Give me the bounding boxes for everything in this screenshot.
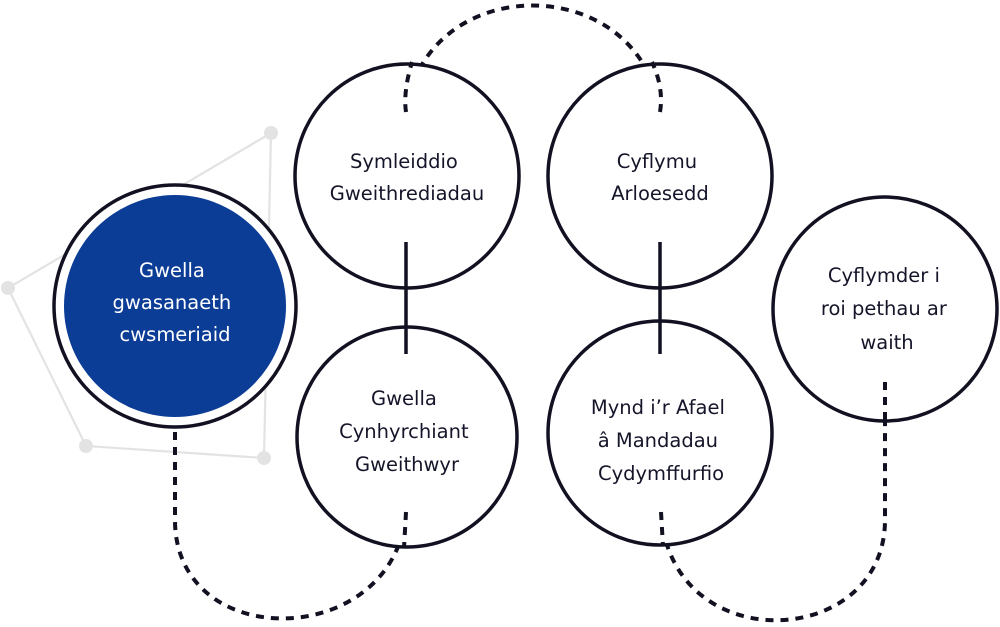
connector-customer-productivity: [173, 432, 408, 621]
node-speed-to-deploy[interactable]: [771, 195, 999, 423]
connector-stub: [402, 511, 408, 549]
node-label-compliance-mandates: Mynd i’r Afael â Mandadau Cydymffurfio: [591, 396, 731, 485]
connector-compliance-speed: [659, 382, 887, 623]
label-line: Cyflymder i: [828, 264, 940, 287]
network-dot: [257, 451, 271, 465]
node-label-accelerate-innovation: Cyflymu Arloesedd: [611, 150, 709, 205]
network-dot: [1, 281, 15, 295]
label-line: Gweithrediadau: [330, 182, 485, 205]
network-dot: [264, 126, 278, 140]
label-line: Gweithwyr: [355, 453, 460, 476]
label-line: Symleiddio: [350, 150, 458, 173]
label-line: Arloesedd: [611, 182, 709, 205]
label-line: Cydymffurfio: [598, 462, 724, 485]
label-line: Cyflymu: [617, 150, 697, 173]
label-line: â Mandadau: [598, 429, 718, 452]
node-label-employee-productivity: Gwella Cynhyrchiant Gweithwyr: [339, 387, 475, 476]
node-label-customer-service: Gwella gwasanaeth cwsmeriaid: [113, 259, 238, 346]
label-line: roi pethau ar: [821, 297, 948, 320]
connector-stub: [403, 61, 414, 113]
connector-stub: [659, 511, 665, 547]
label-line: waith: [860, 331, 913, 354]
label-line: Gwella: [371, 387, 437, 410]
label-line: cwsmeriaid: [119, 323, 230, 346]
node-label-streamline-operations: Symleiddio Gweithrediadau: [330, 150, 485, 205]
label-line: Cynhyrchiant: [339, 420, 469, 443]
node-fill-customer-service: [64, 195, 286, 417]
label-line: Mynd i’r Afael: [591, 396, 725, 419]
label-line: gwasanaeth: [113, 291, 232, 314]
connector-stub: [650, 61, 663, 113]
node-label-speed-to-deploy: Cyflymder i roi pethau ar waith: [821, 264, 953, 354]
connector-operations-innovation: [404, 3, 662, 113]
label-line: Gwella: [139, 259, 205, 282]
network-dot: [79, 439, 93, 453]
